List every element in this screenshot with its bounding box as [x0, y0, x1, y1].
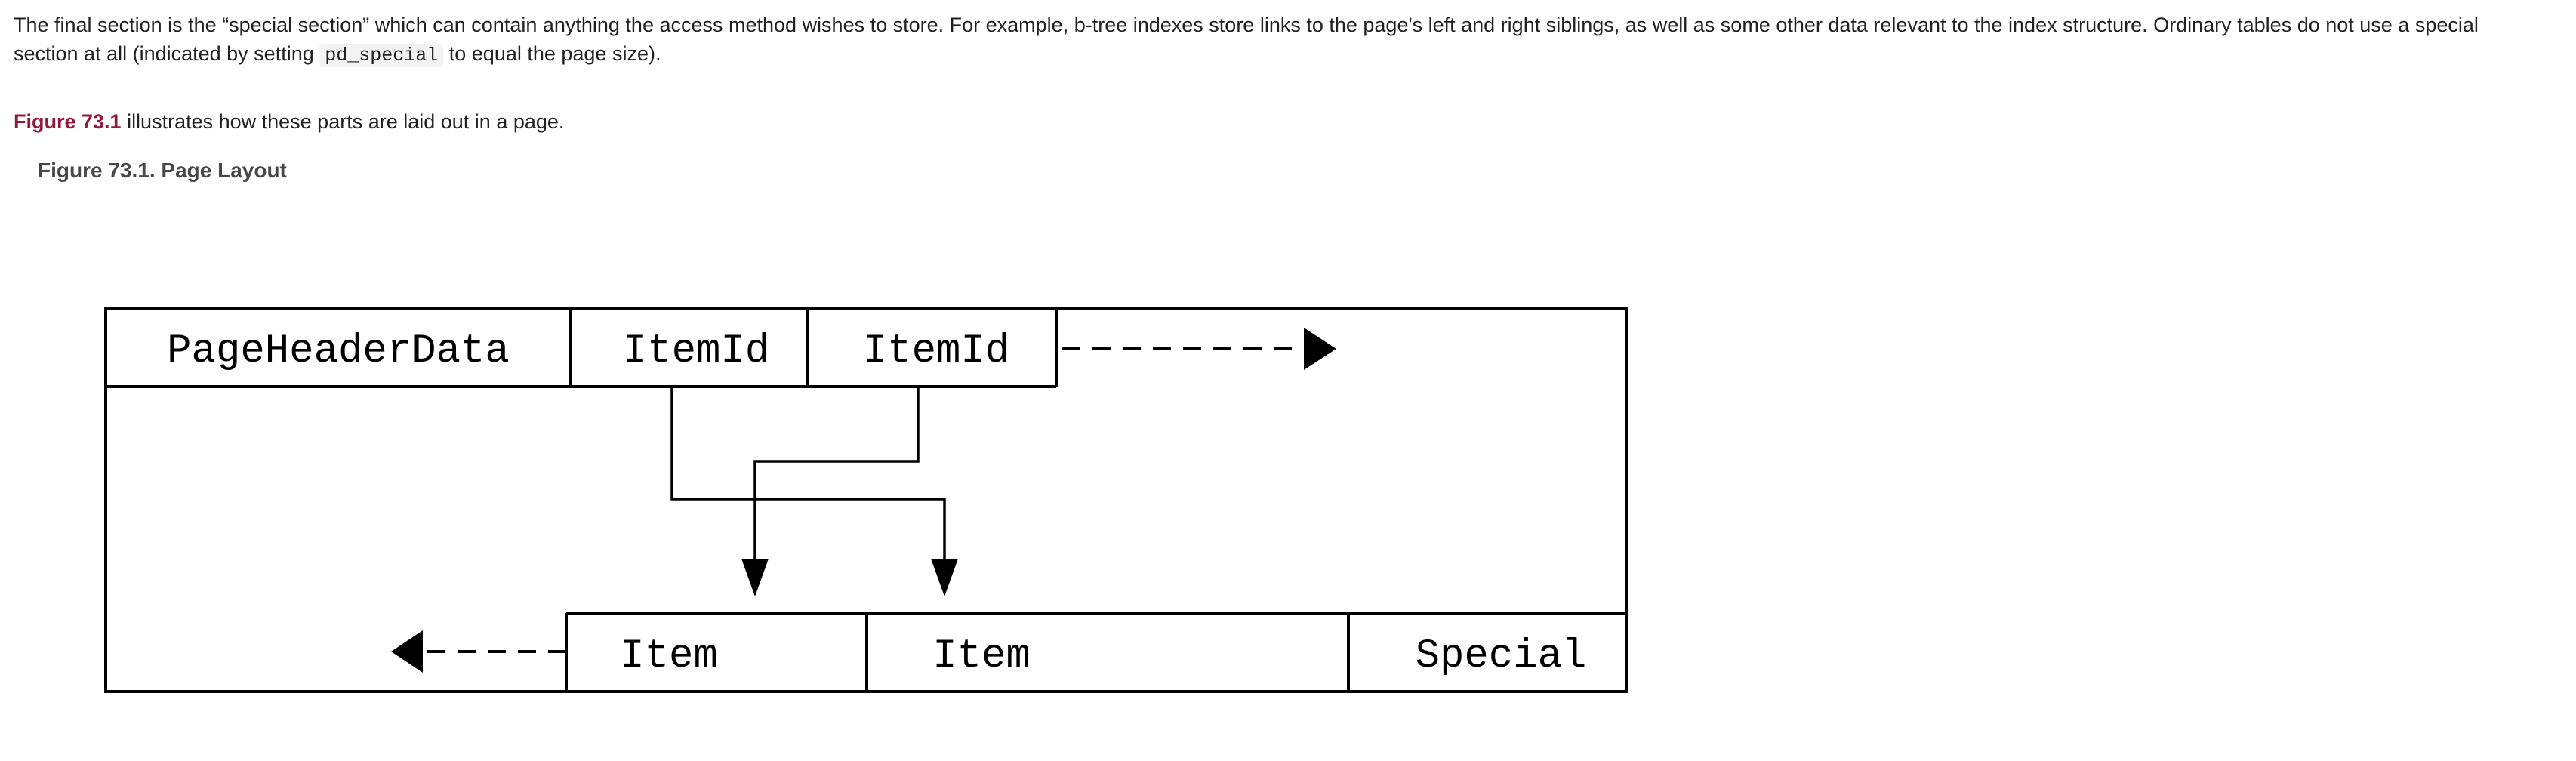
- right-arrowhead-icon: [1304, 328, 1336, 370]
- label-special: Special: [1416, 633, 1587, 679]
- label-item-1: Item: [620, 633, 718, 679]
- left-arrowhead-icon: [391, 630, 423, 673]
- paragraph-figure-reference: Figure 73.1 illustrates how these parts …: [14, 107, 2535, 136]
- paragraph-text-before-code: The final section is the “special sectio…: [14, 14, 2479, 65]
- figure-caption: Figure 73.1. Page Layout: [38, 159, 287, 182]
- inline-code-pd-special: pd_special: [319, 44, 444, 67]
- label-pageheaderdata: PageHeaderData: [167, 328, 510, 374]
- connector-itemid2-to-item1: [753, 387, 920, 560]
- connector-itemid1-to-item2: [670, 387, 946, 560]
- label-itemid-1: ItemId: [623, 328, 769, 374]
- figure-73-1-link[interactable]: Figure 73.1: [14, 110, 122, 133]
- down-arrowhead-item2-icon: [931, 559, 958, 596]
- down-arrowhead-item1-icon: [741, 559, 769, 596]
- paragraph-text-after-code: to equal the page size).: [443, 42, 661, 65]
- figure-reference-text: illustrates how these parts are laid out…: [121, 110, 565, 133]
- paragraph-special-section: The final section is the “special sectio…: [14, 11, 2535, 70]
- label-itemid-2: ItemId: [863, 328, 1009, 374]
- label-item-2: Item: [932, 633, 1031, 679]
